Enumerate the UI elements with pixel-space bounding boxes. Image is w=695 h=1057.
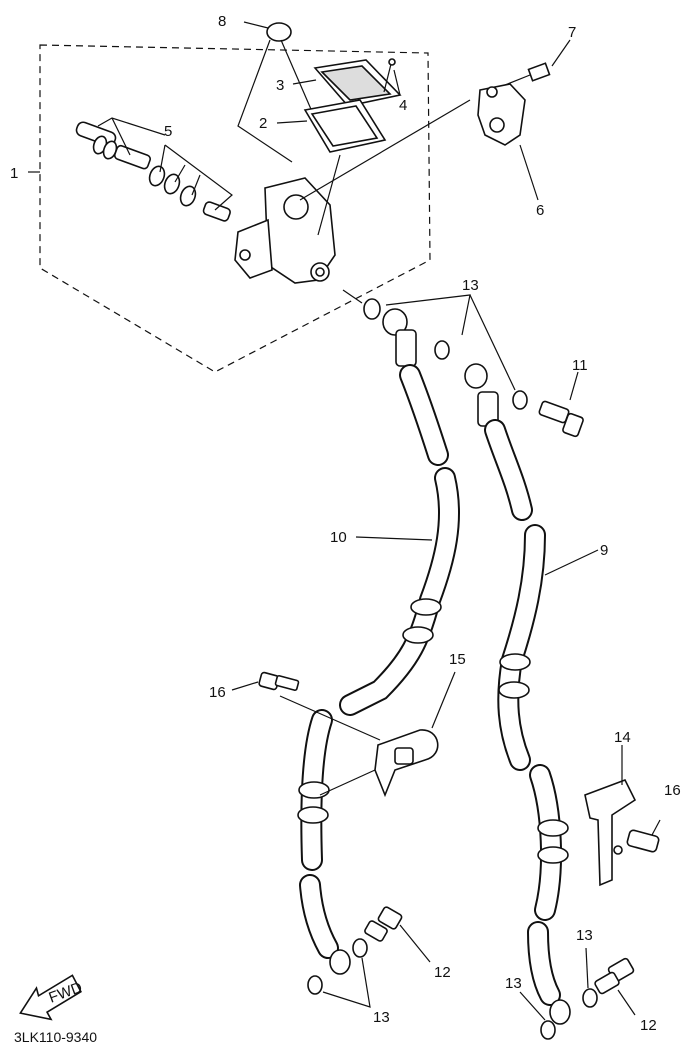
- leader-6: [519, 144, 539, 201]
- hose-clamp-15-part[interactable]: [374, 729, 439, 798]
- brake-hose-9-part[interactable]: [464, 363, 571, 1025]
- reservoir-cap-part[interactable]: [243, 21, 292, 42]
- leader-13-top-b: [469, 294, 516, 391]
- clamp-hose-alignment: [319, 769, 376, 796]
- leader-13-bottom-left: [322, 957, 371, 1008]
- holder-bolt-part[interactable]: [504, 39, 571, 86]
- copper-washer-13-top-b[interactable]: [434, 340, 450, 360]
- holder-alignment-line: [299, 99, 471, 201]
- copper-washer-13-bottom-c[interactable]: [582, 988, 598, 1008]
- piston-kit-part[interactable]: [75, 121, 231, 222]
- union-bolt-12-left-part[interactable]: [364, 906, 431, 963]
- leader-15: [431, 671, 456, 729]
- callout-10: 10: [330, 529, 347, 546]
- hose-bracket-14-part[interactable]: [584, 778, 637, 887]
- callout-15: 15: [449, 651, 466, 668]
- callout-16-right: 16: [664, 782, 681, 799]
- callout-6: 6: [536, 202, 544, 219]
- leader-8: [237, 39, 293, 163]
- callout-11: 11: [572, 357, 588, 374]
- callout-14: 14: [614, 729, 631, 746]
- callout-12-right: 12: [640, 1017, 657, 1034]
- leader-5c: [159, 144, 166, 173]
- leader-5e: [174, 164, 186, 183]
- callout-7: 7: [568, 24, 576, 41]
- bolt-16-right-part[interactable]: [626, 819, 661, 853]
- callout-1: 1: [10, 165, 18, 182]
- callout-13-top: 13: [462, 277, 479, 294]
- callout-16-left: 16: [209, 684, 226, 701]
- callout-2: 2: [259, 115, 267, 132]
- union-bolt-11-part[interactable]: [538, 371, 584, 438]
- master-cylinder-holder-part[interactable]: [477, 83, 526, 146]
- copper-washer-13-bottom-a[interactable]: [352, 938, 368, 958]
- leader-5d: [164, 144, 233, 211]
- cover-screw-part[interactable]: [383, 58, 401, 96]
- callout-13-bottom-left: 13: [373, 1009, 390, 1026]
- diagram-code: 3LK110-9340: [14, 1029, 97, 1045]
- callout-13-bottom-right-a: 13: [576, 927, 593, 944]
- reservoir-diaphragm-part[interactable]: [276, 99, 387, 153]
- copper-washer-13-bottom-d[interactable]: [540, 1020, 556, 1040]
- callout-13-bottom-right-b: 13: [505, 975, 522, 992]
- leader-16-left: [231, 681, 259, 691]
- washer-alignment-line: [342, 289, 363, 304]
- copper-washer-13-top-a[interactable]: [363, 298, 381, 320]
- leader-13-bottom-right-b: [519, 991, 546, 1021]
- copper-washer-13-top-c[interactable]: [512, 390, 528, 410]
- master-cylinder-body-part[interactable]: [234, 154, 341, 284]
- forward-arrow-icon: FWD: [19, 974, 85, 1021]
- bolt-16-left-part[interactable]: [258, 671, 300, 692]
- callout-9: 9: [600, 542, 608, 559]
- brake-hose-10-part[interactable]: [297, 308, 460, 975]
- callout-3: 3: [276, 77, 284, 94]
- callout-5: 5: [164, 123, 172, 140]
- fwd-label: FWD: [47, 979, 85, 1007]
- leader-5f: [191, 174, 201, 196]
- union-bolt-12-right-part[interactable]: [594, 957, 636, 1016]
- clamp-bolt-alignment: [279, 695, 381, 741]
- callout-12-left: 12: [434, 964, 451, 981]
- callout-8: 8: [218, 13, 226, 30]
- leader-9: [544, 549, 599, 576]
- leader-13-bottom-right-a: [585, 947, 589, 989]
- reservoir-cover-part[interactable]: [292, 59, 402, 107]
- leader-10: [355, 536, 433, 541]
- leader-5b: [111, 117, 131, 156]
- copper-washer-13-bottom-b[interactable]: [307, 975, 323, 995]
- callout-4: 4: [399, 97, 407, 114]
